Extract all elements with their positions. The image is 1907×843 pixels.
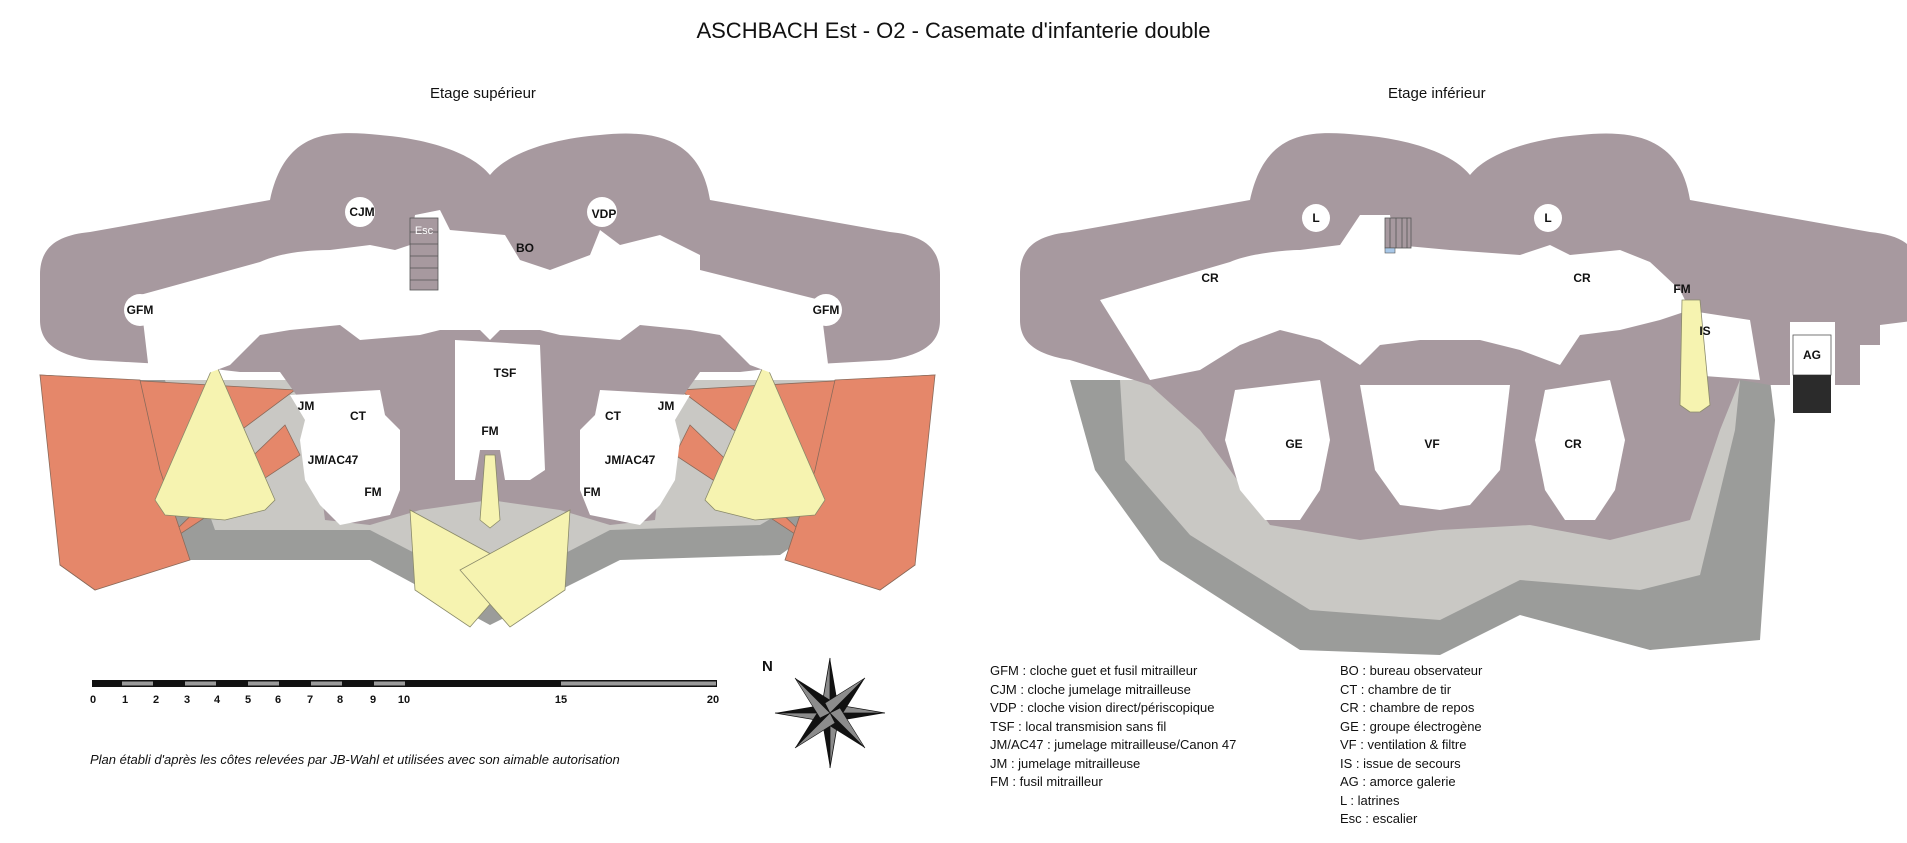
left-staircase (409, 217, 439, 291)
label-cr-left: CR (1201, 271, 1219, 285)
label-fm: FM (1673, 282, 1690, 296)
label-gfm-right: GFM (813, 303, 840, 317)
right-room-cr-bottom (1535, 380, 1625, 520)
label-bo: BO (516, 241, 534, 255)
scale-tick-20: 20 (707, 694, 719, 706)
scale-tick-7: 7 (307, 694, 313, 706)
legend-item: TSF : local transmision sans fil (990, 718, 1167, 734)
label-ct-right: CT (605, 409, 622, 423)
left-room-upper (140, 210, 830, 380)
left-room-tsf (455, 340, 545, 480)
label-jmac47-right: JM/AC47 (605, 453, 656, 467)
ag-gallery-dark (1793, 375, 1831, 413)
latrine-right (1534, 204, 1562, 232)
left-room-ct-left (290, 390, 400, 525)
right-room-ge (1225, 380, 1330, 520)
right-room-upper (1100, 215, 1690, 380)
legend-item: IS : issue de secours (1340, 755, 1461, 771)
label-jmac47-left: JM/AC47 (308, 453, 359, 467)
legend-item: CT : chambre de tir (1340, 681, 1452, 697)
label-ge: GE (1285, 437, 1302, 451)
scale-tick-8: 8 (337, 694, 343, 706)
legend-item: FM : fusil mitrailleur (990, 774, 1103, 789)
cjm-bell (345, 197, 375, 227)
scale-tick-0: 0 (90, 694, 96, 706)
scale-tick-9: 9 (370, 694, 376, 706)
scale-tick-10: 10 (398, 694, 410, 706)
gfm-right-bell (810, 294, 842, 326)
legend-item: VF : ventilation & filtre (1340, 737, 1467, 752)
left-fire-cone-fm-right (459, 509, 571, 628)
credit-note: Plan établi d'après les côtes relevées p… (90, 752, 620, 767)
label-vdp: VDP (592, 207, 617, 221)
legend-item: BO : bureau observateur (1340, 663, 1483, 678)
scale-tick-15: 15 (555, 694, 567, 706)
label-cjm: CJM (349, 205, 374, 219)
vdp-bell (587, 197, 617, 227)
right-fire-cone-fm (1679, 299, 1711, 413)
legend-item: JM/AC47 : jumelage mitrailleuse/Canon 47 (990, 737, 1237, 752)
legend-right: BO : bureau observateur CT : chambre de … (1340, 662, 1482, 829)
label-fm-left: FM (364, 485, 381, 499)
label-is: IS (1699, 324, 1710, 338)
right-plan-subtitle: Etage inférieur (1388, 85, 1486, 102)
ag-box (1792, 334, 1832, 376)
legend-item: JM : jumelage mitrailleuse (990, 755, 1141, 771)
right-plan: L L CR CR FM IS AG GE VF CR (1020, 133, 1907, 655)
left-plan-subtitle: Etage supérieur (430, 85, 536, 102)
label-ag: AG (1803, 348, 1821, 362)
legend-item: CR : chambre de repos (1340, 700, 1475, 715)
label-l-left: L (1312, 211, 1319, 225)
right-staircase (1384, 217, 1412, 254)
label-cr-bottom: CR (1564, 437, 1582, 451)
latrine-left (1302, 204, 1330, 232)
scale-tick-3: 3 (184, 694, 190, 706)
label-l-right: L (1544, 211, 1551, 225)
gfm-left-bell (124, 294, 156, 326)
left-fire-cone-gfm-left (154, 360, 276, 521)
left-fire-cone-gfm-right (704, 360, 826, 521)
compass-north-letter: N (762, 658, 773, 675)
scale-tick-4: 4 (214, 694, 221, 706)
scale-tick-5: 5 (245, 694, 251, 706)
right-room-vf (1360, 385, 1510, 510)
legend-item: AG : amorce galerie (1340, 774, 1456, 789)
scale-tick-6: 6 (275, 694, 281, 706)
label-jm-left: JM (298, 399, 315, 413)
legend-item: GE : groupe électrogène (1340, 718, 1482, 734)
left-plan: CJM Esc VDP BO GFM GFM TSF FM JM CT JM/A… (39, 133, 940, 628)
label-ct-left: CT (350, 409, 367, 423)
legend-item: GFM : cloche guet et fusil mitrailleur (990, 663, 1198, 678)
label-jm-right: JM (658, 399, 675, 413)
label-esc: Esc (415, 225, 434, 237)
legend-left: GFM : cloche guet et fusil mitrailleur C… (990, 662, 1236, 792)
label-cr-mid: CR (1573, 271, 1591, 285)
legend-item: Esc : escalier (1340, 811, 1418, 826)
scale-tick-2: 2 (153, 694, 159, 706)
legend-item: VDP : cloche vision direct/périscopique (990, 700, 1215, 715)
left-room-ct-right (580, 390, 690, 525)
label-fm-center: FM (481, 424, 498, 438)
scale-tick-1: 1 (122, 694, 128, 706)
left-fire-sector-east-2 (784, 374, 936, 591)
legend-item: L : latrines (1340, 792, 1400, 808)
legend-item: CJM : cloche jumelage mitrailleuse (990, 681, 1191, 697)
label-tsf: TSF (494, 366, 517, 380)
scale-bar: 0 1 2 3 4 5 6 7 8 9 10 15 20 (90, 680, 719, 706)
page-title: ASCHBACH Est - O2 - Casemate d'infanteri… (696, 18, 1211, 43)
left-fire-cone-fm-center (479, 454, 501, 529)
compass-rose-icon (774, 657, 886, 769)
label-vf: VF (1424, 437, 1439, 451)
left-fire-sector-west-2 (39, 374, 191, 591)
label-gfm-left: GFM (127, 303, 154, 317)
label-fm-right: FM (583, 485, 600, 499)
